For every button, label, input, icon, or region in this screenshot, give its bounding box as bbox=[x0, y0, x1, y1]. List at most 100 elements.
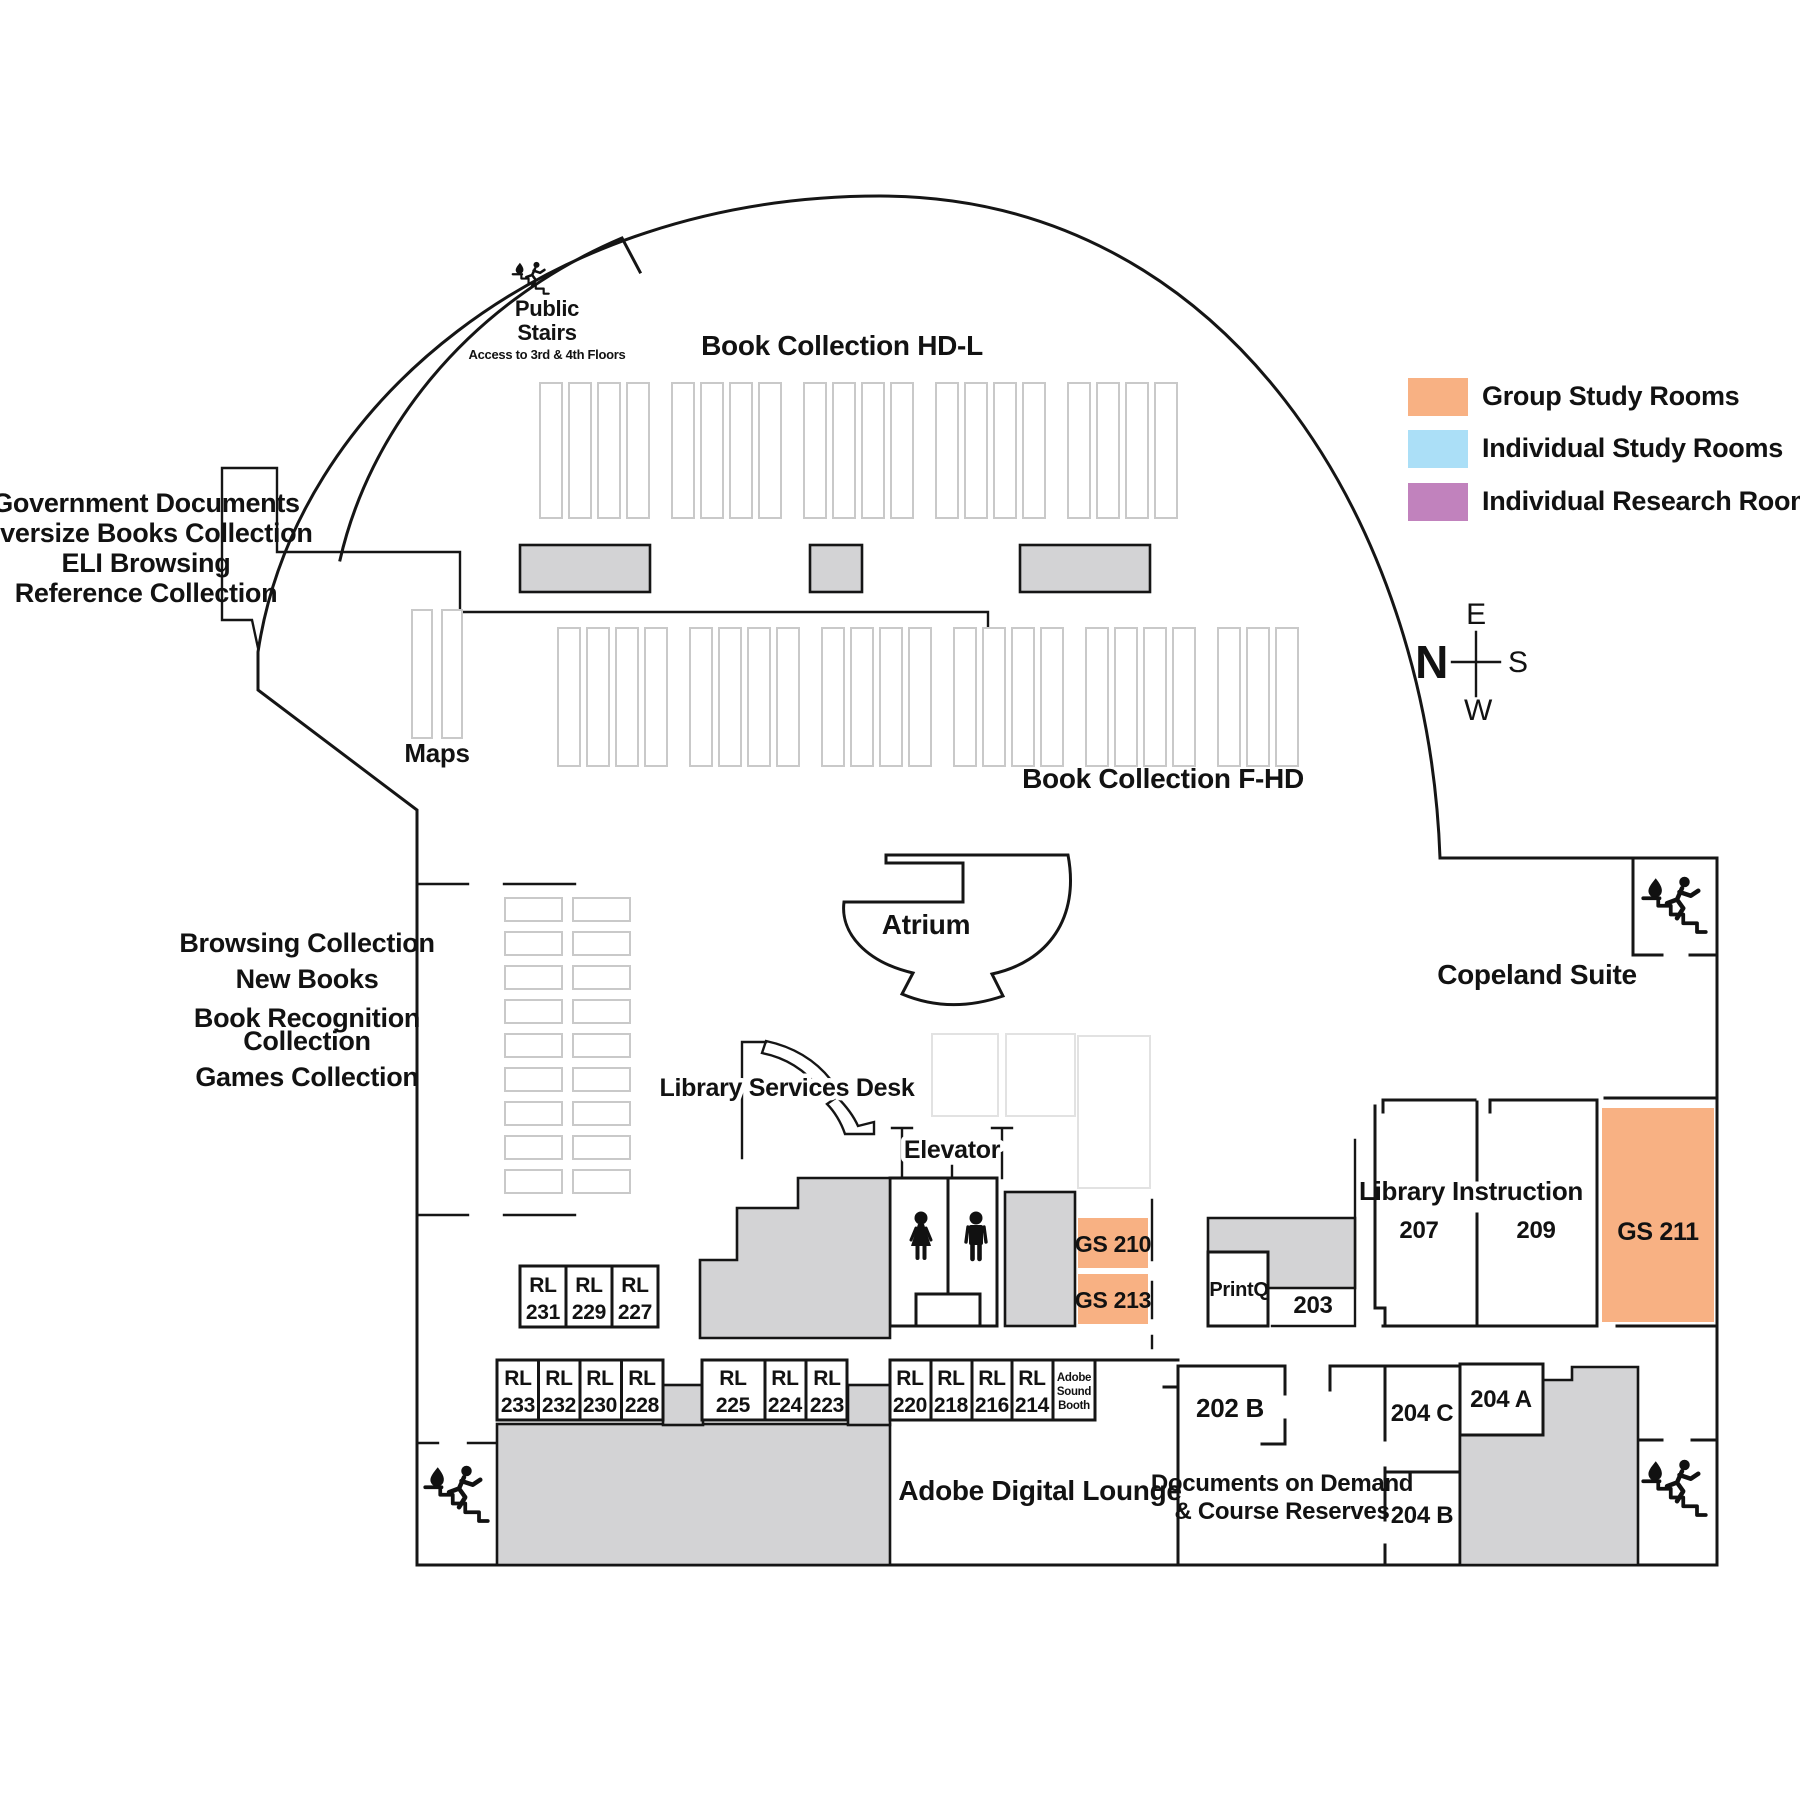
label-204b: 204 B bbox=[1391, 1502, 1454, 1529]
label-book-collection-fhd: Book Collection F-HD bbox=[1022, 763, 1304, 794]
room-204a-box bbox=[1458, 1362, 1545, 1437]
book-shelf bbox=[1125, 382, 1149, 519]
book-shelf bbox=[504, 1067, 563, 1092]
book-shelf bbox=[776, 627, 800, 767]
book-shelf bbox=[964, 382, 988, 519]
book-shelf bbox=[821, 627, 845, 767]
book-shelf bbox=[1096, 382, 1120, 519]
label-browsing: Collection bbox=[243, 1026, 371, 1056]
book-shelf bbox=[1085, 627, 1109, 767]
book-shelf bbox=[689, 627, 713, 767]
label-maps: Maps bbox=[404, 738, 469, 768]
book-shelf bbox=[935, 382, 959, 519]
compass-s: S bbox=[1508, 646, 1528, 679]
northeast-exit-box bbox=[1631, 856, 1719, 957]
adobe-sound-booth-labels: Adobe Sound Booth bbox=[1057, 1372, 1092, 1412]
label-browsing: New Books bbox=[236, 964, 379, 994]
book-shelf bbox=[1114, 627, 1138, 767]
book-shelf bbox=[572, 1033, 631, 1058]
book-shelf bbox=[832, 382, 856, 519]
label-204a: 204 A bbox=[1470, 1386, 1532, 1413]
legend-swatch-individual-research bbox=[1408, 483, 1468, 521]
label-gs211: GS 211 bbox=[1617, 1218, 1699, 1246]
printq-box bbox=[1206, 1250, 1270, 1328]
svg-text:RL: RL bbox=[771, 1367, 799, 1390]
book-shelf bbox=[718, 627, 742, 767]
svg-text:RL: RL bbox=[937, 1367, 965, 1390]
svg-text:232: 232 bbox=[542, 1394, 576, 1417]
label-atrium: Atrium bbox=[882, 909, 970, 940]
book-shelf bbox=[644, 627, 668, 767]
book-shelf bbox=[908, 627, 932, 767]
legend-label: Individual Study Rooms bbox=[1482, 433, 1783, 463]
compass-n: N bbox=[1415, 636, 1448, 688]
browsing-area-walls bbox=[415, 882, 577, 1217]
svg-text:218: 218 bbox=[934, 1394, 969, 1417]
svg-text:Adobe: Adobe bbox=[1057, 1372, 1091, 1384]
label-203: 203 bbox=[1293, 1292, 1332, 1319]
gs211-corridor-walls bbox=[1603, 1096, 1719, 1328]
svg-text:224: 224 bbox=[768, 1394, 803, 1417]
book-shelf bbox=[572, 1135, 631, 1160]
book-shelf bbox=[1154, 382, 1178, 519]
svg-text:RL: RL bbox=[586, 1367, 614, 1390]
book-shelf bbox=[982, 627, 1006, 767]
label-docs-demand: & Course Reserves bbox=[1174, 1498, 1389, 1525]
label-services-desk: Library Services Desk bbox=[660, 1074, 915, 1102]
book-shelf bbox=[1172, 627, 1196, 767]
fire-exit-icon-northeast bbox=[1643, 877, 1706, 932]
svg-text:Booth: Booth bbox=[1058, 1400, 1090, 1412]
book-shelf bbox=[1143, 627, 1167, 767]
book-shelf bbox=[441, 609, 463, 739]
book-shelf bbox=[747, 627, 771, 767]
label-204c: 204 C bbox=[1391, 1400, 1454, 1427]
label-gov-docs: Government Documents bbox=[0, 488, 300, 518]
book-shelf bbox=[504, 1135, 563, 1160]
book-shelf bbox=[700, 382, 724, 519]
svg-text:RL: RL bbox=[529, 1274, 557, 1297]
svg-text:214: 214 bbox=[1015, 1394, 1050, 1417]
female-restroom-icon bbox=[909, 1209, 933, 1260]
elevator-door-frames bbox=[890, 1126, 1014, 1180]
label-adobe-lounge: Adobe Digital Lounge bbox=[898, 1475, 1181, 1506]
book-shelf bbox=[1040, 627, 1064, 767]
label-browsing: Games Collection bbox=[195, 1062, 418, 1092]
label-browsing: Book Recognition bbox=[194, 1003, 420, 1033]
faint-fixture bbox=[931, 1033, 999, 1117]
label-207: 207 bbox=[1399, 1217, 1438, 1244]
book-shelf bbox=[572, 965, 631, 990]
book-shelf bbox=[1022, 382, 1046, 519]
svg-text:Sound: Sound bbox=[1057, 1386, 1092, 1398]
svg-text:216: 216 bbox=[975, 1394, 1009, 1417]
central-stairs-block bbox=[698, 1176, 892, 1340]
book-shelf bbox=[572, 931, 631, 956]
svg-text:223: 223 bbox=[810, 1394, 844, 1417]
book-shelf bbox=[729, 382, 753, 519]
label-public-stairs: Public bbox=[515, 296, 579, 321]
book-shelf bbox=[850, 627, 874, 767]
room-gs211 bbox=[1602, 1108, 1714, 1322]
table-block bbox=[1018, 543, 1152, 594]
adobe-sound-booth-box bbox=[1051, 1358, 1097, 1422]
book-shelf bbox=[504, 1033, 563, 1058]
svg-text:225: 225 bbox=[716, 1394, 751, 1417]
rl-room-row3 bbox=[700, 1358, 849, 1422]
label-browsing: Browsing Collection bbox=[179, 928, 434, 958]
book-shelf bbox=[572, 1067, 631, 1092]
label-gov-docs: Reference Collection bbox=[15, 578, 278, 608]
faint-fixture bbox=[1077, 1035, 1151, 1189]
book-shelf bbox=[861, 382, 885, 519]
book-shelf bbox=[504, 1101, 563, 1126]
book-shelf bbox=[504, 897, 563, 922]
table-block bbox=[518, 543, 652, 594]
book-shelf bbox=[1011, 627, 1035, 767]
compass: N E S W bbox=[1415, 598, 1528, 727]
book-shelf bbox=[568, 382, 592, 519]
svg-text:229: 229 bbox=[572, 1301, 606, 1324]
legend: Group Study Rooms Individual Study Rooms… bbox=[1408, 378, 1800, 521]
label-209: 209 bbox=[1516, 1217, 1555, 1244]
